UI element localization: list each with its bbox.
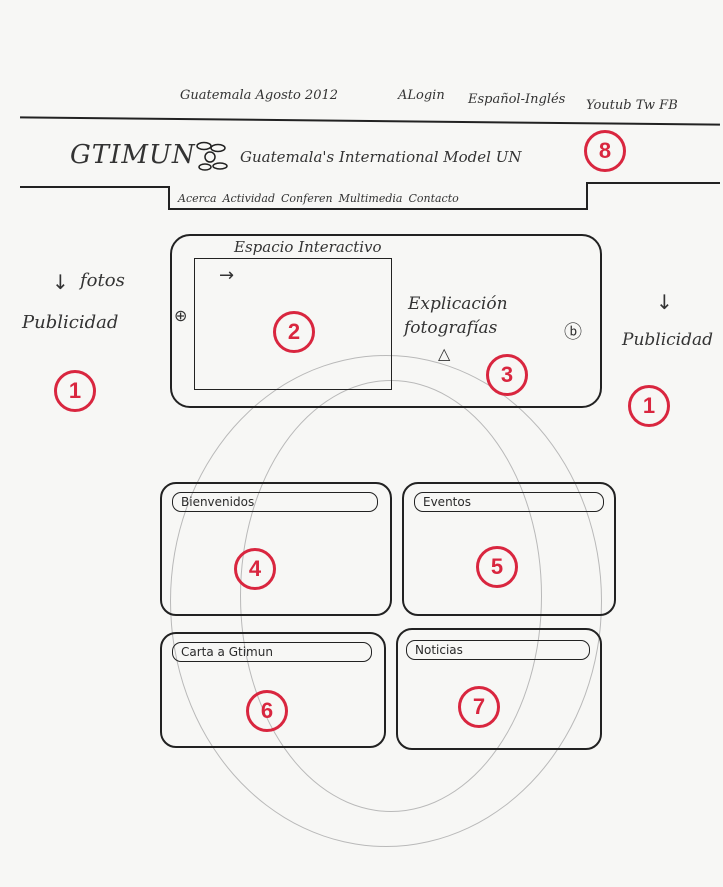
card-bienvenidos[interactable]: Bienvenidos 4 [160,482,392,616]
nav-item-conferencia[interactable]: Conferen [281,192,333,205]
site-logo[interactable]: GTIMUN [70,140,196,170]
nav-item-acerca[interactable]: Acerca [178,192,217,205]
nav-item-contacto[interactable]: Contacto [408,192,459,205]
card-bienvenidos-title: Bienvenidos [172,492,378,512]
annotation-badge-1-right: 1 [628,385,670,427]
annotation-badge-2: 2 [273,311,315,353]
annotation-badge-1-left: 1 [54,370,96,412]
card-carta-title: Carta a Gtimun [172,642,372,662]
annotation-badge-7: 7 [458,686,500,728]
header-bottom-mid [168,208,588,210]
card-carta[interactable]: Carta a Gtimun 6 [160,632,386,748]
left-ad-label: Publicidad [22,312,119,333]
header-step-right [586,182,588,210]
carousel-prev-icon[interactable]: ⊕ [174,306,188,325]
header-bottom-left [20,186,170,188]
interactive-space: Espacio Interactivo → 2 Explicación foto… [170,234,602,408]
main-nav: Acerca Actividad Conferen Multimedia Con… [178,192,459,205]
top-date: Guatemala Agosto 2012 [180,88,339,103]
top-divider [20,116,720,126]
card-eventos-title: Eventos [414,492,604,512]
annotation-badge-8: 8 [584,130,626,172]
explanation-line1: Explicación [408,294,508,314]
site-subtitle: Guatemala's International Model UN [240,148,522,166]
interactive-title: Espacio Interactivo [234,238,382,256]
card-noticias[interactable]: Noticias 7 [396,628,602,750]
arrow-right-icon: → [219,265,235,286]
nav-item-actividad[interactable]: Actividad [222,192,276,205]
right-ad-label: Publicidad [622,330,714,350]
nav-item-multimedia[interactable]: Multimedia [338,192,403,205]
arrow-down-icon: ↓ [52,270,69,294]
card-noticias-title: Noticias [406,640,590,660]
header-step-left [168,186,170,210]
language-switch[interactable]: Español-Inglés [468,92,566,107]
explanation-line2: fotografías [404,318,498,338]
login-link[interactable]: ALogin [398,88,445,103]
annotation-badge-4: 4 [234,548,276,590]
annotation-badge-6: 6 [246,690,288,732]
arrow-down-icon-right: ↓ [656,290,673,314]
triangle-pointer-icon: △ [438,344,451,363]
left-fotos-label: fotos [80,270,125,291]
card-eventos[interactable]: Eventos 5 [402,482,616,616]
carousel-next-icon[interactable]: ⓑ [564,322,582,343]
annotation-badge-5: 5 [476,546,518,588]
social-links[interactable]: Youtub Tw FB [586,98,678,113]
annotation-badge-3: 3 [486,354,528,396]
olive-branch-icon [196,141,228,171]
header-bottom-right [586,182,720,184]
photo-carousel[interactable]: → 2 [194,258,392,390]
